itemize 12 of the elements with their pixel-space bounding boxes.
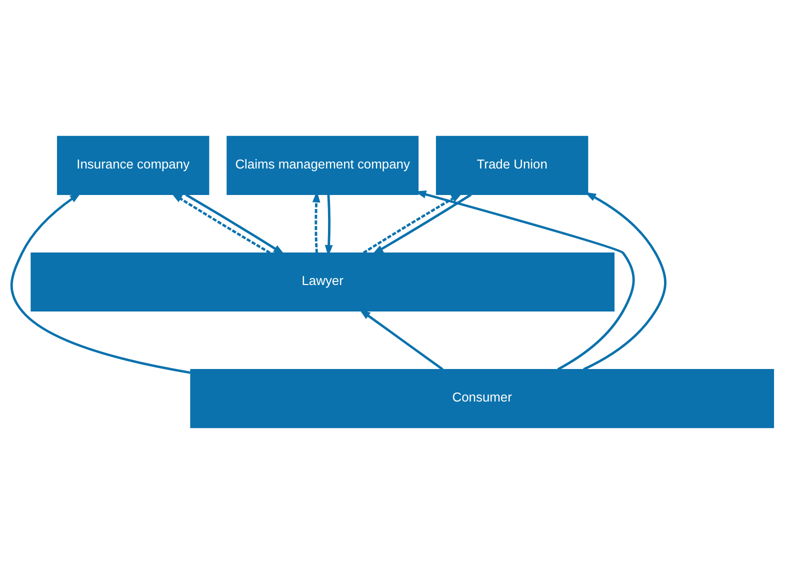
node-box: Insurance company xyxy=(56,135,210,194)
node-box: Consumer xyxy=(190,368,774,428)
arrow xyxy=(171,192,270,254)
node-box: Lawyer xyxy=(30,252,614,312)
arrow xyxy=(372,193,472,254)
node-box: Trade Union xyxy=(436,135,588,194)
arrow xyxy=(10,192,191,374)
arrow xyxy=(583,191,666,370)
node-box: Claims management company xyxy=(226,135,419,194)
arrow xyxy=(359,308,444,370)
arrow xyxy=(185,193,285,254)
arrow xyxy=(362,192,462,254)
